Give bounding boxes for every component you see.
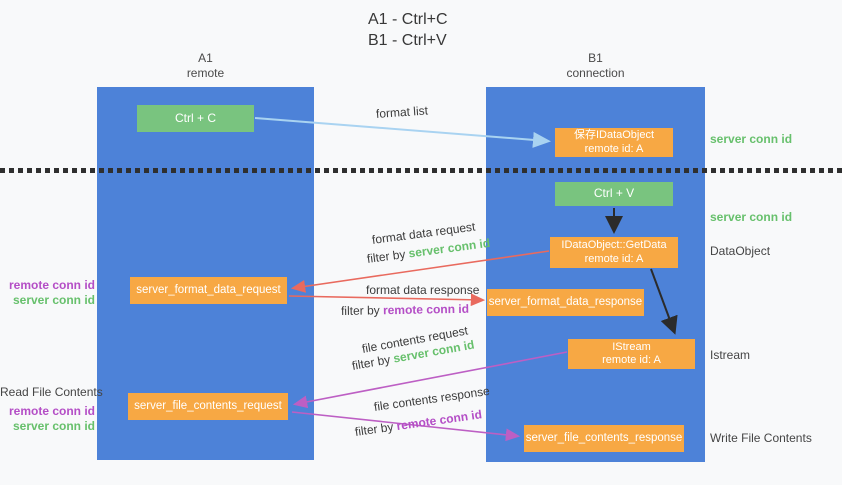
remote-conn-id-text: remote conn id: [395, 407, 483, 434]
filter-by-text: filter by: [350, 351, 395, 373]
label-istream: Istream: [710, 348, 751, 362]
label-server-conn-id-mid-right: server conn id: [710, 210, 793, 224]
diagram-title: A1 - Ctrl+C B1 - Ctrl+V: [368, 9, 448, 51]
node-istream-line2: remote id: A: [602, 354, 661, 366]
lane-a1-name: A1: [198, 51, 213, 65]
node-ctrl-c-label: Ctrl + C: [174, 110, 216, 125]
label-server-conn-id-upper-left: server conn id: [12, 293, 95, 307]
lane-b1-name: B1: [588, 51, 603, 65]
node-idataobject-getdata: IDataObject::GetData remote id: A: [550, 237, 678, 268]
label-filter-by-remote-conn-id-1: filter by remote conn id: [341, 302, 469, 318]
node-file-request-label: server_file_contents_request: [134, 399, 282, 412]
title-line-ctrl-c: A1 - Ctrl+C: [368, 11, 448, 28]
node-getdata-line1: IDataObject::GetData: [561, 239, 667, 251]
label-server-conn-id-top-right: server conn id: [710, 132, 793, 146]
title-line-ctrl-v: B1 - Ctrl+V: [368, 32, 447, 49]
label-format-data-response: format data response: [366, 283, 480, 297]
label-remote-conn-id-lower-left: remote conn id: [8, 404, 95, 418]
lane-header-a1: A1 remote: [97, 51, 314, 81]
node-istream: IStream remote id: A: [568, 339, 695, 369]
node-server-file-contents-response: server_file_contents_response: [524, 425, 684, 452]
node-file-response-label: server_file_contents_response: [525, 431, 683, 444]
node-save-idataobject-line1: 保存IDataObject: [573, 129, 655, 141]
filter-by-text: filter by: [340, 303, 384, 318]
node-ctrl-v: Ctrl + V: [555, 182, 673, 206]
node-format-response-label: server_format_data_response: [488, 295, 643, 308]
lane-a1-subtitle: remote: [186, 66, 225, 80]
lane-b1-subtitle: connection: [566, 66, 625, 80]
filter-by-text: filter by: [366, 246, 410, 266]
remote-conn-id-text: remote conn id: [382, 301, 470, 318]
filter-by-text: filter by: [354, 419, 398, 439]
node-ctrl-c: Ctrl + C: [137, 105, 254, 132]
node-server-format-data-request: server_format_data_request: [130, 277, 287, 304]
label-filter-by-remote-conn-id-2: filter by remote conn id: [354, 407, 483, 439]
node-server-format-data-response: server_format_data_response: [487, 289, 644, 316]
label-server-conn-id-lower-left: server conn id: [12, 419, 95, 433]
node-getdata-line2: remote id: A: [584, 252, 644, 265]
lane-header-b1: B1 connection: [486, 51, 705, 81]
node-save-idataobject-line2: remote id: A: [584, 142, 644, 155]
node-server-file-contents-request: server_file_contents_request: [128, 393, 288, 420]
session-divider-line: [0, 168, 842, 173]
node-ctrl-v-label: Ctrl + V: [593, 186, 635, 201]
label-read-file-contents: Read File Contents: [0, 385, 103, 399]
label-format-list: format list: [375, 103, 429, 121]
label-dataobject: DataObject: [710, 244, 771, 258]
node-format-request-label: server_format_data_request: [136, 283, 281, 296]
label-write-file-contents: Write File Contents: [710, 431, 812, 445]
node-istream-line1: IStream: [612, 340, 651, 353]
label-remote-conn-id-upper-left: remote conn id: [8, 278, 95, 292]
node-save-idataobject: 保存IDataObject remote id: A: [555, 128, 673, 157]
